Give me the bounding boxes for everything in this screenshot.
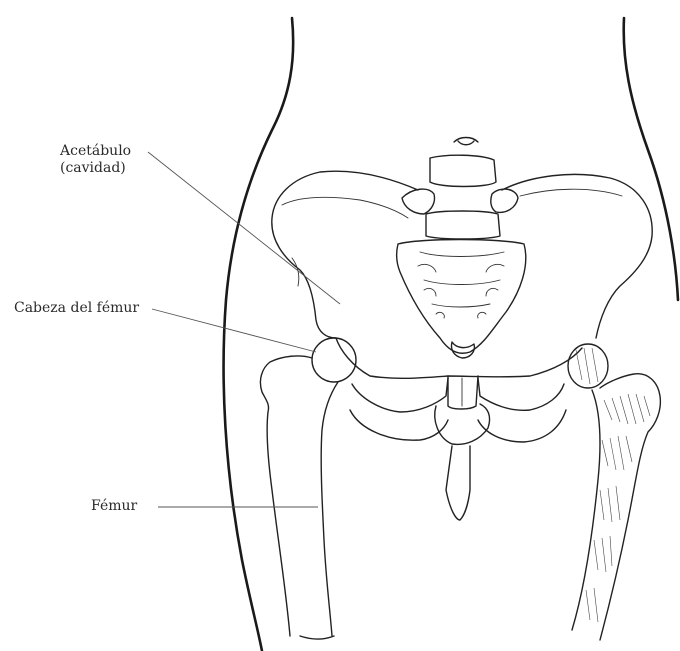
label-acetabulo-line2: (cavidad)	[60, 160, 131, 177]
body-outline	[224, 18, 678, 651]
left-femur	[260, 338, 356, 639]
pelvis	[272, 155, 652, 520]
label-acetabulo: Acetábulo (cavidad)	[60, 143, 131, 177]
leader-cabeza	[152, 309, 316, 352]
label-acetabulo-line1: Acetábulo	[60, 143, 131, 160]
label-cabeza-del-femur: Cabeza del fémur	[14, 300, 139, 317]
navel	[454, 138, 478, 145]
label-femur: Fémur	[91, 498, 137, 515]
right-femur	[568, 344, 660, 640]
femur-hatching	[576, 348, 650, 622]
